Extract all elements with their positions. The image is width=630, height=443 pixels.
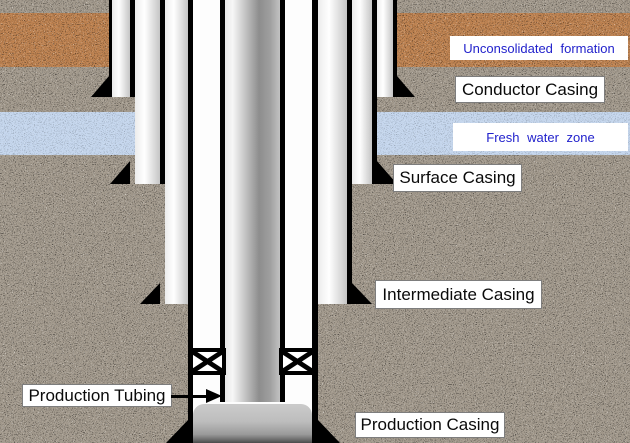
packer-left-icon (189, 348, 226, 375)
packer-right-icon (279, 348, 316, 375)
surface-casing-right-pipe (352, 0, 377, 184)
production-tubing-pipe (220, 0, 285, 402)
intermediate-casing-label: Intermediate Casing (375, 280, 542, 309)
surface-casing-left-pipe (135, 0, 165, 184)
production-tubing-arrow (171, 395, 209, 398)
conductor-casing-label: Conductor Casing (455, 76, 605, 103)
production-casing-label: Production Casing (355, 412, 505, 438)
fresh-water-zone-label: Fresh water zone (453, 123, 628, 151)
intermediate-casing-right-pipe (318, 0, 352, 304)
conductor-casing-right-pipe (377, 0, 397, 97)
production-tubing-label: Production Tubing (22, 384, 172, 407)
intermediate-casing-left-pipe (165, 0, 193, 304)
surface-casing-label: Surface Casing (393, 164, 522, 192)
unconsolidated-formation-label: Unconsolidated formation (450, 36, 628, 60)
well-bottom-plug (193, 404, 312, 443)
conductor-casing-left-pipe (109, 0, 135, 97)
